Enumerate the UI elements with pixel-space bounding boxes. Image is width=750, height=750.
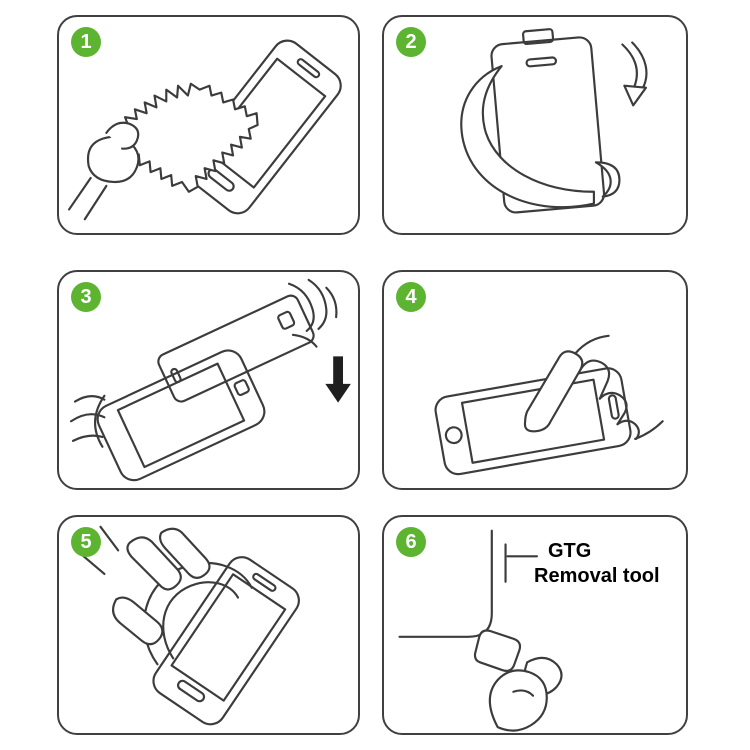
smooth-film-on-screen-icon bbox=[77, 525, 300, 726]
corner-removal-tool-icon bbox=[398, 529, 563, 732]
removal-tool-label-line2: Removal tool bbox=[534, 565, 660, 587]
align-glass-over-phone-icon bbox=[69, 278, 351, 482]
step-number-badge: 4 bbox=[396, 282, 426, 312]
wipe-screen-with-cloth-icon bbox=[68, 39, 342, 221]
step-number-badge: 5 bbox=[71, 527, 101, 557]
step-number-badge: 3 bbox=[71, 282, 101, 312]
removal-tool-label: GTG Removal tool bbox=[534, 539, 686, 589]
step-panel-2: 2 bbox=[382, 15, 688, 235]
press-screen-center-icon bbox=[434, 334, 664, 476]
step-number-badge: 6 bbox=[396, 527, 426, 557]
step-panel-3: 3 bbox=[57, 270, 360, 490]
step-number-badge: 2 bbox=[396, 27, 426, 57]
step-number-badge: 1 bbox=[71, 27, 101, 57]
step-panel-6: 6 GTG Removal tool bbox=[382, 515, 688, 735]
step-panel-4: 4 bbox=[382, 270, 688, 490]
step-panel-5: 5 bbox=[57, 515, 360, 735]
peel-backing-film-icon bbox=[460, 28, 648, 214]
removal-tool-label-line1: GTG bbox=[548, 540, 592, 562]
step-panel-1: 1 bbox=[57, 15, 360, 235]
